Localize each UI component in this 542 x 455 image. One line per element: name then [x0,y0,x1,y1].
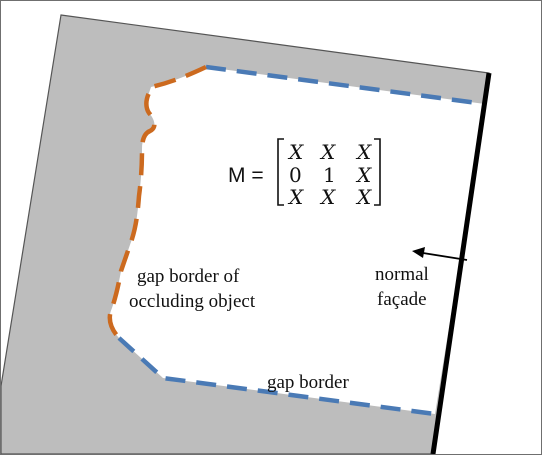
gap-border-top [205,64,486,107]
occluding-border-label-line1: gap border of [137,266,240,287]
matrix-cell-r1c2: X [319,140,336,164]
matrix-cell-r2c3: X [355,163,372,187]
matrix-cell-r3c2: X [319,185,336,209]
normal-facade-line [430,72,492,454]
matrix-cell-r1c3: X [355,140,372,164]
normal-facade-label-line2: façade [377,289,427,310]
occluding-border-label-line2: occluding object [129,291,256,312]
matrix-cell-r1c1: X [287,140,304,164]
matrix-cell-r3c1: X [287,185,304,209]
gap-region [109,67,486,414]
gap-border-label: gap border [267,372,349,393]
normal-arrow [412,247,468,261]
matrix-cell-r2c2: 1 [323,163,336,187]
matrix-cell-r2c1: 0 [289,163,302,187]
matrix-label: M = [228,164,264,187]
gap-border-bottom [117,336,436,417]
matrix-right-bracket [374,138,381,206]
occluding-gap-border [107,64,207,340]
matrix-group: M = X X X 0 1 X X X X [228,138,381,209]
matrix-left-bracket [277,138,284,206]
normal-facade-label-line1: normal [375,264,429,285]
matrix-cell-r3c3: X [355,185,372,209]
